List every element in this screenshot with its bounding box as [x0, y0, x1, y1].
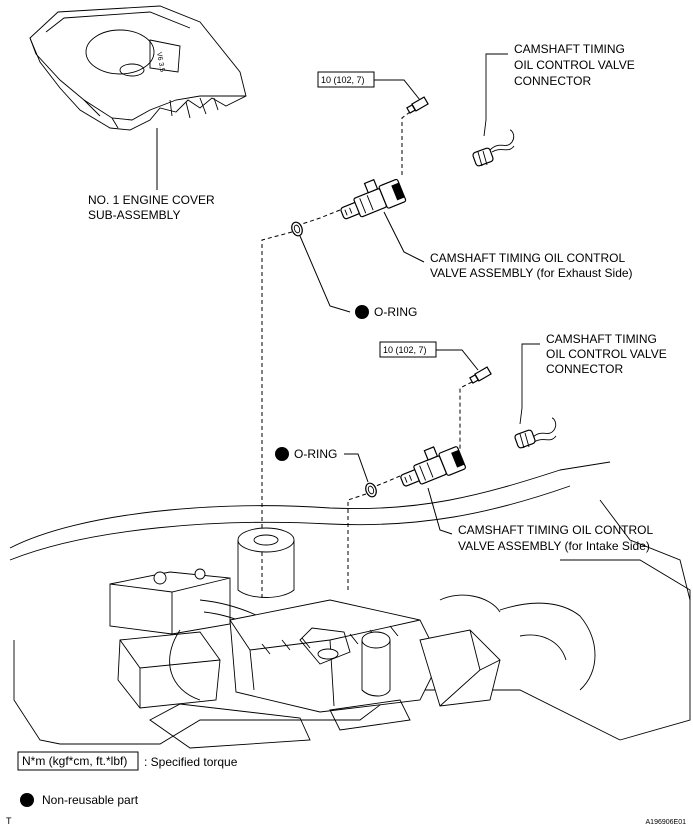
legend-nonreusable-marker [20, 793, 34, 807]
engine-bay-illustration [9, 461, 691, 749]
exhaust-o-ring-label: O-RING [374, 305, 417, 319]
intake-torque-callout: 10 (102, 7) [379, 341, 479, 371]
intake-oil-control-valve [400, 446, 467, 535]
legend-torque-text: : Specified torque [144, 755, 238, 769]
intake-o-ring [344, 453, 377, 498]
legend-nonreusable: Non-reusable part [20, 793, 139, 807]
intake-valve-label: CAMSHAFT TIMING OIL CONTROL VALVE ASSEMB… [458, 523, 656, 553]
intake-valve-label-line2: VALVE ASSEMBLY (for Intake Side) [458, 539, 650, 553]
exhaust-oil-control-valve [340, 178, 425, 263]
exhaust-torque-text: 10 (102, 7) [321, 75, 365, 85]
exhaust-connector-label-line2: OIL CONTROL VALVE [514, 58, 635, 72]
intake-valve-label-line1: CAMSHAFT TIMING OIL CONTROL [458, 523, 653, 537]
exhaust-o-ring-nonreusable-marker [355, 305, 369, 319]
intake-connector-label-line3: CONNECTOR [546, 362, 623, 376]
legend-torque-box-text: N*m (kgf*cm, ft.*lbf) [22, 754, 127, 768]
exhaust-valve-label-line2: VALVE ASSEMBLY (for Exhaust Side) [430, 266, 633, 280]
intake-bolt [469, 366, 492, 384]
exhaust-o-ring [291, 221, 351, 313]
legend-torque: N*m (kgf*cm, ft.*lbf) : Specified torque [17, 751, 238, 771]
engine-cover-label-line1: NO. 1 ENGINE COVER [88, 193, 215, 207]
engine-cover-illustration: V6 3.5 [29, 5, 247, 190]
footer-left-mark: T [6, 816, 12, 826]
exhaust-torque-callout: 10 (102, 7) [317, 71, 421, 101]
exhaust-connector [472, 53, 515, 167]
figure-id: A196906E01 [646, 819, 687, 826]
intake-o-ring-label: O-RING [294, 447, 337, 461]
intake-torque-text: 10 (102, 7) [383, 345, 427, 355]
intake-connector-label-line1: CAMSHAFT TIMING [546, 332, 657, 346]
legend-torque-box [17, 751, 139, 771]
exhaust-connector-label-line1: CAMSHAFT TIMING [514, 42, 625, 56]
legend-nonreusable-text: Non-reusable part [42, 793, 139, 807]
engine-cover-label-line2: SUB-ASSEMBLY [88, 208, 180, 222]
cover-badge-text: V6 3.5 [155, 52, 165, 73]
exhaust-valve-label: CAMSHAFT TIMING OIL CONTROL VALVE ASSEMB… [430, 251, 633, 280]
exhaust-valve-label-line1: CAMSHAFT TIMING OIL CONTROL [430, 251, 625, 265]
engine-cover-label: NO. 1 ENGINE COVER SUB-ASSEMBLY [88, 193, 218, 222]
exhaust-connector-label-line3: CONNECTOR [514, 74, 591, 88]
exhaust-connector-label: CAMSHAFT TIMING OIL CONTROL VALVE CONNEC… [514, 42, 638, 88]
intake-connector-label: CAMSHAFT TIMING OIL CONTROL VALVE CONNEC… [546, 332, 670, 376]
intake-o-ring-nonreusable-marker [275, 447, 289, 461]
intake-connector-label-line2: OIL CONTROL VALVE [546, 347, 667, 361]
intake-connector [514, 343, 557, 449]
exhaust-bolt [406, 96, 429, 114]
